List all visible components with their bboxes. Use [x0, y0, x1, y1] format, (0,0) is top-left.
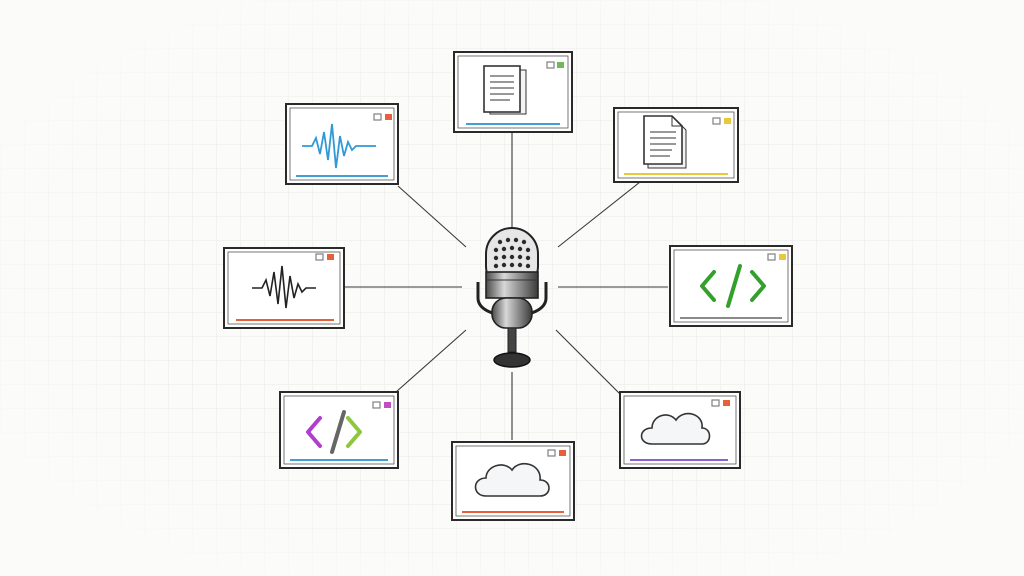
window-status-icon [559, 450, 566, 456]
code-brackets-icon [700, 264, 766, 308]
window-control-icon [546, 61, 555, 69]
waveform-icon [252, 265, 316, 309]
window-bottom-center [451, 441, 575, 521]
window-control-icon [767, 253, 776, 261]
window-status-icon [384, 402, 391, 408]
window-control-icon [712, 117, 721, 125]
cloud-icon [640, 412, 711, 445]
window-status-icon [724, 118, 731, 124]
window-top-right [613, 107, 739, 183]
window-lower-right [619, 391, 741, 469]
window-status-icon [385, 114, 392, 120]
window-control-icon [372, 401, 381, 409]
code-brackets-icon [306, 410, 362, 454]
document-icon [643, 115, 687, 169]
cloud-icon [474, 462, 550, 497]
window-lower-left [279, 391, 399, 469]
window-middle-right [669, 245, 793, 327]
window-control-icon [547, 449, 556, 457]
window-control-icon [711, 399, 720, 407]
window-middle-left [223, 247, 345, 329]
window-status-icon [779, 254, 786, 260]
document-icon [483, 65, 527, 115]
window-status-icon [327, 254, 334, 260]
window-upper-left [285, 103, 399, 185]
connector-top-right [557, 181, 641, 248]
window-top-center [453, 51, 573, 133]
waveform-icon [302, 123, 376, 169]
microphone-icon [476, 227, 548, 368]
connector-upper-left [397, 185, 467, 248]
connectors [344, 132, 668, 440]
window-control-icon [315, 253, 324, 261]
connector-lower-left [395, 329, 467, 393]
window-status-icon [723, 400, 730, 406]
window-status-icon [557, 62, 564, 68]
connector-lower-right [555, 329, 621, 395]
window-control-icon [373, 113, 382, 121]
